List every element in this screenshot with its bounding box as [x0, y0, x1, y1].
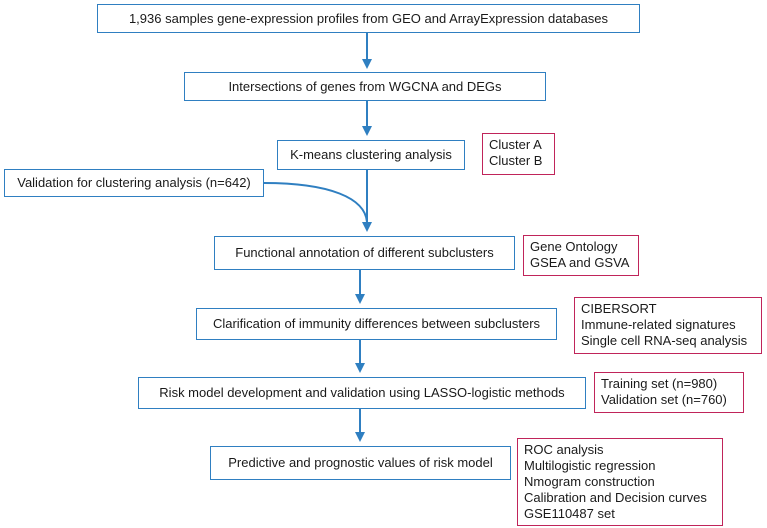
step-kmeans: K-means clustering analysis: [277, 140, 465, 170]
note-predictive: ROC analysis Multilogistic regression Nm…: [517, 438, 723, 526]
note-risk-model: Training set (n=980) Validation set (n=7…: [594, 372, 744, 413]
step-validation: Validation for clustering analysis (n=64…: [4, 169, 264, 197]
note-single-cell: Single cell RNA-seq analysis: [581, 333, 748, 348]
note-cluster-b: Cluster B: [489, 153, 543, 168]
note-training-set: Training set (n=980): [601, 376, 718, 391]
step-immunity-differences: Clarification of immunity differences be…: [196, 308, 557, 340]
note-gsea-gsva: GSEA and GSVA: [530, 255, 630, 270]
note-immune-signatures: Immune-related signatures: [581, 317, 736, 332]
note-gene-ontology: Gene Ontology: [530, 239, 618, 254]
note-functional: Gene Ontology GSEA and GSVA: [523, 235, 639, 276]
validation-merge-curve: [263, 182, 368, 223]
step-predictive-values: Predictive and prognostic values of risk…: [210, 446, 511, 480]
note-roc: ROC analysis: [524, 442, 604, 457]
note-cibersort: CIBERSORT: [581, 301, 657, 316]
note-clusters: Cluster A Cluster B: [482, 133, 555, 175]
step-functional-annotation: Functional annotation of different subcl…: [214, 236, 515, 270]
note-gse-set: GSE110487 set: [524, 506, 615, 521]
step-intersections: Intersections of genes from WGCNA and DE…: [184, 72, 546, 101]
note-calibration: Calibration and Decision curves: [524, 490, 707, 505]
note-cluster-a: Cluster A: [489, 137, 542, 152]
note-validation-set: Validation set (n=760): [601, 392, 727, 407]
step-samples: 1,936 samples gene-expression profiles f…: [97, 4, 640, 33]
note-nomogram: Nmogram construction: [524, 474, 655, 489]
note-immunity: CIBERSORT Immune-related signatures Sing…: [574, 297, 762, 354]
note-multilogistic: Multilogistic regression: [524, 458, 656, 473]
step-risk-model: Risk model development and validation us…: [138, 377, 586, 409]
